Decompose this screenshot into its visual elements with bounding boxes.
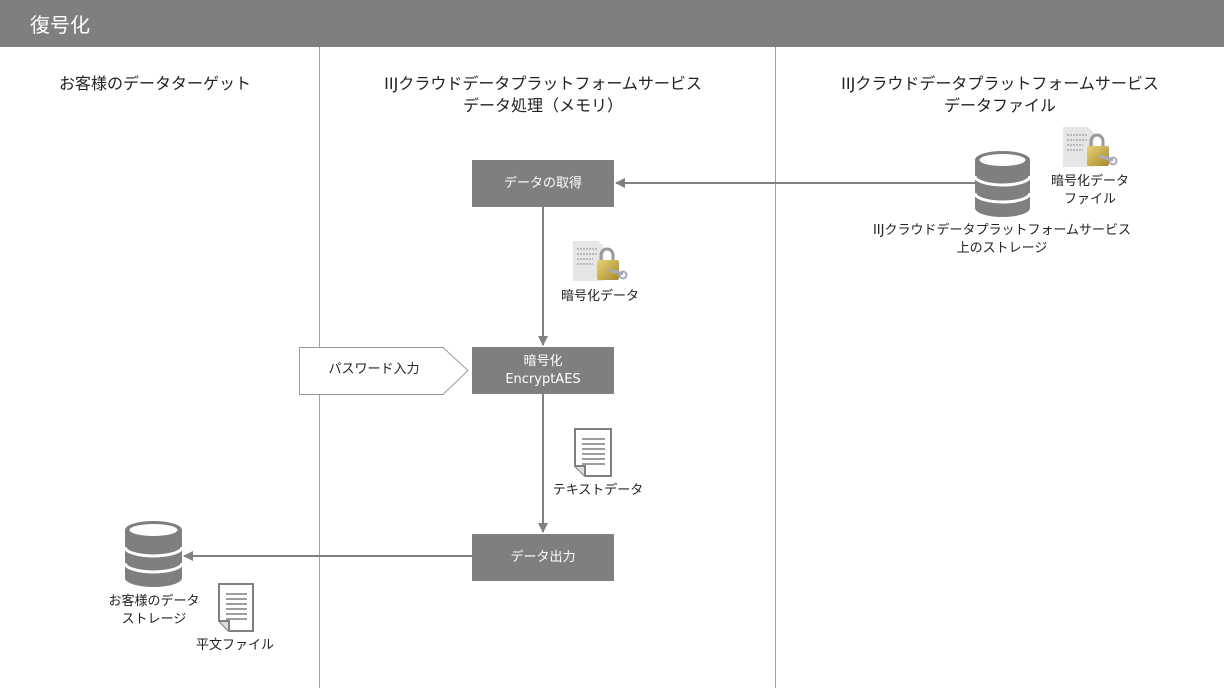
- encrypted-file-icon: [1063, 127, 1118, 167]
- lane-heading-memory: IIJクラウドデータプラットフォームサービスデータ処理（メモリ）: [323, 73, 763, 117]
- step-label: EncryptAES: [505, 371, 581, 387]
- lane-heading-text: IIJクラウドデータプラットフォームサービス: [841, 74, 1159, 93]
- label-text: ファイル: [1063, 192, 1116, 207]
- lane-heading-text: データ処理（メモリ）: [462, 96, 623, 115]
- header-bar: 復号化: [0, 0, 1224, 47]
- lane-heading-text: データファイル: [943, 96, 1056, 115]
- label-text: お客様のデータ: [108, 594, 200, 609]
- step-label: データの取得: [503, 175, 582, 191]
- encrypted-data-label: 暗号化データ: [560, 289, 639, 304]
- decrypt-step: 暗号化 EncryptAES: [472, 347, 614, 394]
- page-title: 復号化: [30, 13, 90, 37]
- label-text: 暗号化データ: [1050, 174, 1129, 189]
- lane-heading-customer: お客様のデータターゲット: [0, 73, 375, 95]
- label-text: IIJクラウドデータプラットフォームサービス: [872, 223, 1132, 238]
- database-icon: [973, 151, 1032, 217]
- text-document-icon: [574, 428, 612, 477]
- text-document-icon: [218, 583, 254, 632]
- lane-heading-text: IIJクラウドデータプラットフォームサービス: [384, 74, 702, 93]
- lane-divider: [775, 47, 776, 688]
- lane-heading-file: IIJクラウドデータプラットフォームサービスデータファイル: [780, 73, 1220, 117]
- text-data-label: テキストデータ: [552, 483, 644, 498]
- lane-heading-text: お客様のデータターゲット: [58, 74, 251, 93]
- database-icon: [123, 521, 184, 587]
- label-text: ストレージ: [121, 612, 187, 627]
- fetch-data-step: データの取得: [472, 160, 614, 207]
- plain-file-label: 平文ファイル: [195, 638, 274, 653]
- platform-storage-label: IIJクラウドデータプラットフォームサービス上のストレージ: [842, 222, 1162, 258]
- label-text: 上のストレージ: [956, 241, 1048, 256]
- step-label: データ出力: [510, 549, 576, 565]
- customer-storage-label: お客様のデータストレージ: [94, 593, 214, 629]
- password-input-label: パスワード入力: [328, 362, 420, 377]
- encrypted-file-icon: [573, 241, 628, 281]
- encrypted-file-label: 暗号化データファイル: [1040, 173, 1140, 209]
- output-data-step: データ出力: [472, 534, 614, 581]
- password-input-shape: [299, 347, 469, 395]
- step-label: 暗号化: [523, 353, 563, 369]
